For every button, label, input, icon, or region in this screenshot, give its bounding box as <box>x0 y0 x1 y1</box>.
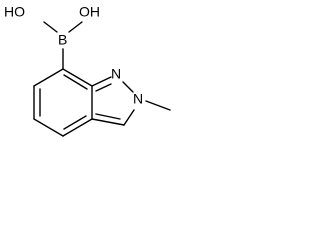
bond-c4-c5 <box>33 118 64 137</box>
atom-label-n1: N <box>111 66 121 82</box>
atom-label-boron: B <box>58 32 67 48</box>
double-bond-c3-c3a-inner <box>95 113 121 120</box>
bond-c3a-c4 <box>62 118 93 137</box>
double-bond-c7-c7a <box>63 74 88 90</box>
bond-c3-c3a <box>91 118 125 126</box>
bond-n2-c3 <box>123 109 135 126</box>
atom-label-oh: OH <box>79 4 100 20</box>
bond-c6-c7 <box>33 68 64 87</box>
bond-c7-c7a <box>62 68 93 87</box>
double-bond-c3a-c4 <box>63 115 87 130</box>
double-bond-c7a-n1-inner <box>95 83 112 92</box>
bond-b-oh-right <box>68 21 83 33</box>
bond-c7a-n1 <box>91 76 112 87</box>
bond-n1-n2 <box>122 81 134 93</box>
bond-b-oh-left <box>43 21 58 33</box>
atom-label-ho: HO <box>4 4 25 20</box>
bond-n2-methyl <box>145 100 171 111</box>
atom-label-n2: N <box>133 91 143 107</box>
molecule-structure: HO OH B N N <box>4 4 171 137</box>
